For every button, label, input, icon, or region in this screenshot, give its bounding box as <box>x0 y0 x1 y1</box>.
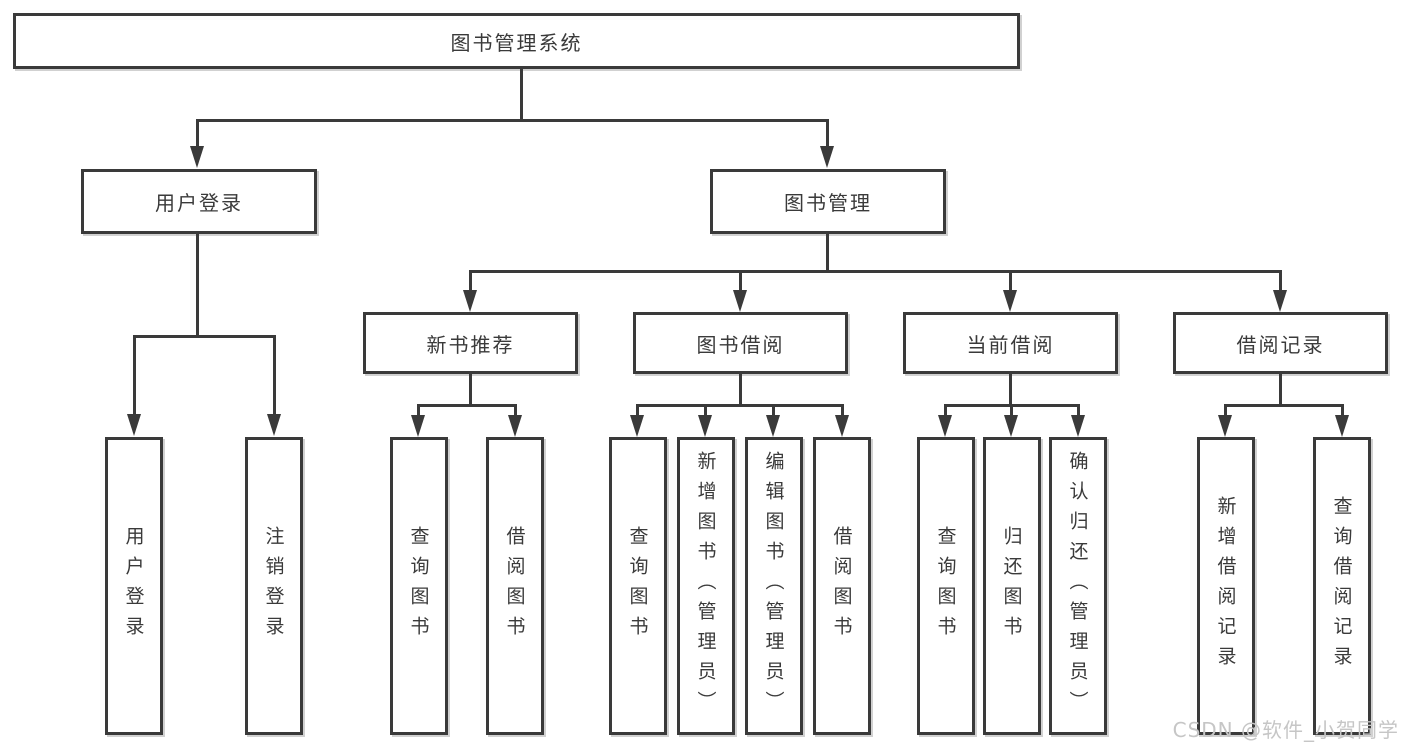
arrowhead-down <box>835 415 849 437</box>
leaf-user-login: 用户登录 <box>105 437 163 735</box>
connector-user-login-trunk <box>196 233 199 337</box>
connector-current-borrow-trunk <box>1009 373 1012 407</box>
node-label: 用户登录 <box>122 526 145 646</box>
arrowhead-down <box>733 290 747 312</box>
leaf-borrow-add-books-admin: 新增图书（管理员） <box>677 437 735 735</box>
arrowhead-down <box>938 415 952 437</box>
node-label: 用户登录 <box>155 191 243 215</box>
node-book-borrow: 图书借阅 <box>633 312 848 374</box>
arrowhead-down <box>1273 290 1287 312</box>
connector-book-borrow-bar <box>636 404 844 407</box>
node-label: 图书管理系统 <box>450 30 583 55</box>
connector-drop-leaf-logout <box>273 335 276 416</box>
connector-drop-leaf <box>944 404 947 417</box>
connector-drop-leaf <box>841 404 844 417</box>
leaf-current-confirm-return-admin: 确认归还（管理员） <box>1049 437 1107 735</box>
node-label: 新书推荐 <box>426 332 515 357</box>
node-label: 借阅图书 <box>830 526 853 646</box>
connector-drop-current-borrow <box>1009 270 1012 292</box>
node-label: 查询图书 <box>934 526 957 646</box>
connector-drop-leaf <box>1341 404 1344 417</box>
connector-drop-leaf <box>514 404 517 417</box>
connector-borrow-records-trunk <box>1279 373 1282 407</box>
node-book-management: 图书管理 <box>710 169 946 234</box>
leaf-recommend-borrow-books: 借阅图书 <box>486 437 544 735</box>
arrowhead-down <box>766 415 780 437</box>
connector-root-trunk <box>520 68 523 121</box>
node-user-login: 用户登录 <box>81 169 317 234</box>
connector-drop-book-management <box>826 119 829 149</box>
leaf-borrow-edit-books-admin: 编辑图书（管理员） <box>745 437 803 735</box>
arrowhead-down <box>127 414 141 436</box>
leaf-records-query-borrow-record: 查询借阅记录 <box>1313 437 1371 735</box>
node-label: 查询图书 <box>626 526 649 646</box>
node-label: 注销登录 <box>262 526 285 646</box>
leaf-current-query-books: 查询图书 <box>917 437 975 735</box>
node-label: 编辑图书（管理员） <box>762 451 785 721</box>
connector-book-management-trunk <box>826 233 829 273</box>
connector-drop-leaf <box>772 404 775 417</box>
connector-drop-leaf <box>417 404 420 417</box>
arrowhead-down <box>411 415 425 437</box>
connector-level3-bar <box>469 270 1282 273</box>
arrowhead-down <box>1004 415 1018 437</box>
node-label: 查询借阅记录 <box>1330 496 1353 676</box>
connector-borrow-records-bar <box>1224 404 1344 407</box>
node-label: 借阅记录 <box>1236 332 1325 357</box>
connector-user-login-bar <box>133 335 276 338</box>
connector-book-borrow-trunk <box>739 373 742 407</box>
connector-drop-new-book-recommend <box>469 270 472 292</box>
leaf-borrow-borrow-books: 借阅图书 <box>813 437 871 735</box>
node-label: 图书借阅 <box>696 332 785 357</box>
node-label: 当前借阅 <box>966 332 1055 357</box>
connector-new-book-recommend-bar <box>417 404 517 407</box>
arrowhead-down <box>1218 415 1232 437</box>
node-current-borrow: 当前借阅 <box>903 312 1118 374</box>
connector-drop-leaf <box>1010 404 1013 417</box>
node-label: 新增图书（管理员） <box>694 451 717 721</box>
connector-drop-leaf <box>636 404 639 417</box>
arrowhead-down <box>698 415 712 437</box>
node-library-management-system: 图书管理系统 <box>13 13 1020 69</box>
leaf-records-add-borrow-record: 新增借阅记录 <box>1197 437 1255 735</box>
leaf-logout: 注销登录 <box>245 437 303 735</box>
arrowhead-down <box>1003 290 1017 312</box>
node-label: 确认归还（管理员） <box>1066 451 1089 721</box>
arrowhead-down <box>463 290 477 312</box>
arrowhead-down <box>630 415 644 437</box>
connector-drop-user-login <box>196 119 199 149</box>
node-label: 查询图书 <box>407 526 430 646</box>
connector-drop-leaf <box>1224 404 1227 417</box>
arrowhead-down <box>1071 415 1085 437</box>
node-borrow-records: 借阅记录 <box>1173 312 1388 374</box>
connector-drop-borrow-records <box>1279 270 1282 292</box>
leaf-recommend-query-books: 查询图书 <box>390 437 448 735</box>
node-new-book-recommend: 新书推荐 <box>363 312 578 374</box>
node-label: 归还图书 <box>1000 526 1023 646</box>
connector-drop-leaf <box>1077 404 1080 417</box>
connector-drop-leaf-user-login <box>133 335 136 416</box>
node-label: 图书管理 <box>784 191 872 215</box>
node-label: 借阅图书 <box>503 526 526 646</box>
arrowhead-down <box>820 146 834 168</box>
connector-new-book-recommend-trunk <box>469 373 472 407</box>
arrowhead-down <box>1335 415 1349 437</box>
leaf-borrow-query-books: 查询图书 <box>609 437 667 735</box>
csdn-watermark: CSDN @软件_小贺同学 <box>1172 718 1399 742</box>
arrowhead-down <box>190 146 204 168</box>
connector-drop-book-borrow <box>739 270 742 292</box>
connector-drop-leaf <box>704 404 707 417</box>
node-label: 新增借阅记录 <box>1214 496 1237 676</box>
connector-level2-bar <box>196 119 829 122</box>
leaf-current-return-books: 归还图书 <box>983 437 1041 735</box>
arrowhead-down <box>508 415 522 437</box>
arrowhead-down <box>267 414 281 436</box>
